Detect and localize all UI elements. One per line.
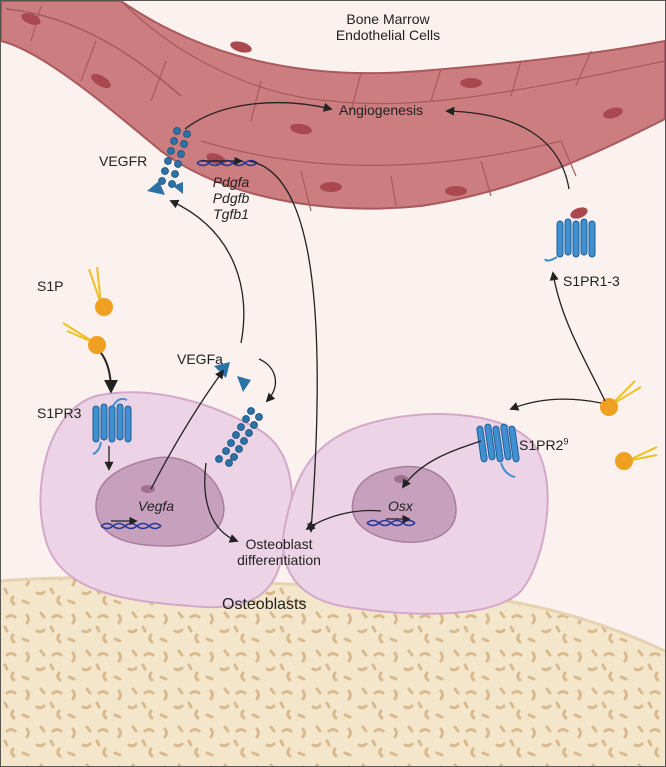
vegfr-receptor-icon bbox=[147, 127, 191, 195]
dna-icon bbox=[196, 156, 258, 167]
osteoblasts-label: Osteoblasts bbox=[222, 596, 307, 613]
s1pr1-3-receptor-icon bbox=[544, 218, 596, 262]
s1pr3-receptor-icon bbox=[92, 397, 132, 455]
s1pr1-3-label: S1PR1-3 bbox=[563, 273, 620, 289]
s1pr3-label: S1PR3 bbox=[37, 405, 82, 421]
s1p-molecule-icon bbox=[88, 266, 113, 316]
vegfa-protein-label: VEGFa bbox=[177, 351, 223, 367]
dna-icon bbox=[366, 514, 416, 527]
osteoblast-differentiation-label: Osteoblast differentiation bbox=[237, 536, 321, 568]
s1p-molecule-icon bbox=[62, 322, 106, 354]
s1p-molecule-icon bbox=[615, 446, 658, 470]
vegfa-gene-label: Vegfa bbox=[138, 498, 175, 514]
s1pr2-receptor-icon bbox=[476, 423, 520, 478]
endothelium-title: Bone Marrow Endothelial Cells bbox=[335, 11, 441, 43]
dna-icon bbox=[100, 516, 162, 530]
s1p-molecule-icon bbox=[600, 380, 642, 416]
vegfr-receptor-icon bbox=[215, 407, 263, 467]
bone-marrow-endothelium bbox=[1, 1, 665, 219]
angiogenesis-label: Angiogenesis bbox=[339, 102, 424, 118]
vegfr-label: VEGFR bbox=[99, 153, 148, 169]
endothelial-genes: Pdgfa Pdgfb Tgfb1 bbox=[212, 174, 250, 222]
s1pr2-label: S1PR29 bbox=[519, 436, 569, 453]
osx-gene-label: Osx bbox=[388, 498, 413, 514]
s1p-label: S1P bbox=[37, 278, 64, 294]
nucleolus bbox=[394, 475, 408, 483]
bone-matrix bbox=[1, 576, 665, 766]
pathway-arrows bbox=[100, 102, 606, 543]
